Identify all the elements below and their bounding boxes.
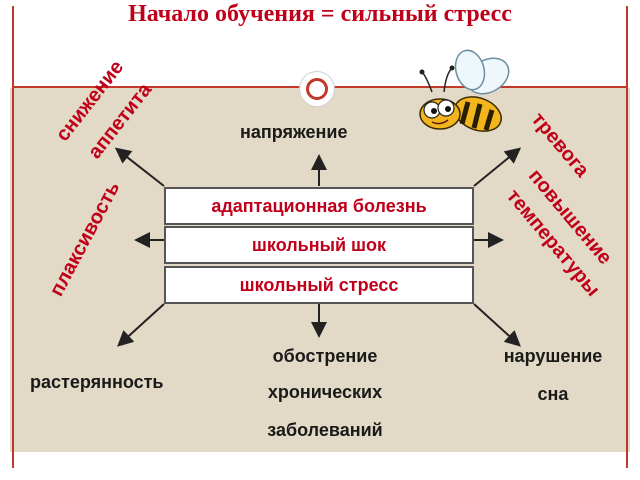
- label-sleep-2: сна: [537, 384, 569, 404]
- ring-icon: [300, 72, 334, 106]
- arrow-top-left: [114, 147, 165, 187]
- label-aggravation-3: заболеваний: [267, 420, 383, 440]
- label-confusion: растерянность: [30, 372, 164, 392]
- box-adaptation-disease: адаптационная болезнь: [164, 187, 474, 225]
- arrow-bottom-right: [473, 303, 521, 347]
- left-red-line: [12, 6, 14, 468]
- label-tension: напряжение: [240, 122, 348, 142]
- label-aggravation-1: обострение: [272, 346, 378, 366]
- arrow-bottom-left: [117, 303, 165, 347]
- bottom-band: [10, 452, 630, 468]
- page-title: Начало обучения = сильный стресс: [128, 1, 512, 27]
- box-school-shock: школьный шок: [164, 226, 474, 264]
- arrow-top-right: [473, 147, 522, 187]
- right-red-line: [626, 6, 628, 468]
- label-aggravation-2: хронических: [267, 382, 383, 402]
- label-sleep-1: нарушение: [503, 346, 603, 366]
- bee-icon: [419, 49, 510, 132]
- box-school-stress: школьный стресс: [164, 266, 474, 304]
